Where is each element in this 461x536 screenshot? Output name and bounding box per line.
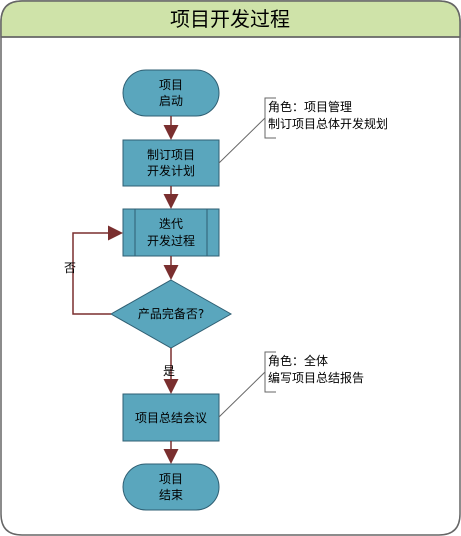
- arrow-no-loop: [72, 225, 123, 315]
- iterate-node-label-1: 迭代: [159, 217, 183, 231]
- review-node-label: 项目总结会议: [135, 411, 207, 425]
- review-note-line-1: 角色：全体: [268, 353, 328, 368]
- branch-no-label: 否: [64, 261, 76, 275]
- diagram-title: 项目开发过程: [170, 7, 290, 31]
- start-node-label-1: 项目: [159, 78, 183, 92]
- start-node: [122, 69, 220, 117]
- plan-node: [122, 139, 220, 187]
- end-node-label-1: 项目: [159, 472, 183, 486]
- plan-node-label-1: 制订项目: [147, 148, 195, 162]
- review-note-bracket: [264, 351, 276, 393]
- plan-note-connector: [218, 117, 266, 164]
- review-node: [122, 393, 220, 442]
- iterate-node: [122, 208, 220, 257]
- start-node-label-2: 启动: [159, 94, 183, 108]
- iterate-node-label-2: 开发过程: [147, 233, 195, 248]
- plan-node-label-2: 开发计划: [147, 163, 195, 178]
- end-node-label-2: 结束: [159, 488, 183, 502]
- decision-node-label: 产品完备否?: [138, 306, 204, 321]
- plan-note-line-1: 角色：项目管理: [268, 99, 352, 114]
- end-node: [122, 463, 220, 511]
- plan-note-bracket: [264, 97, 276, 139]
- review-note-line-2: 编写项目总结报告: [268, 370, 364, 385]
- branch-yes-label: 是: [163, 364, 175, 378]
- plan-note-line-2: 制订项目总体开发规划: [268, 116, 388, 131]
- review-note-connector: [218, 371, 266, 418]
